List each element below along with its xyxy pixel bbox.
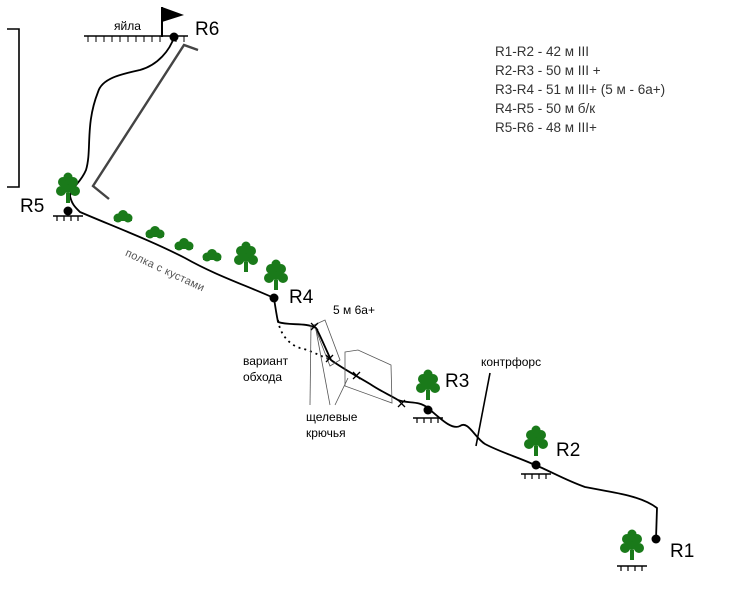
anchor-r1 [651,534,661,544]
anchor-r2 [531,460,541,470]
cracks-label-line2: крючья [306,426,346,440]
piton-marks [310,322,406,408]
anchor-r5 [63,206,73,216]
bush-icon [145,226,165,239]
anchor-r3 [423,405,433,415]
ledge-r2 [520,473,552,480]
corner-line [91,43,199,200]
anchor-r6 [169,32,179,42]
pitch-legend: R1-R2 - 42 м III R2-R3 - 50 м III + R3-R… [495,42,665,137]
bypass-variant [277,319,332,361]
legend-item: R5-R6 - 48 м III+ [495,120,597,135]
pitch-label: 5 м 6а+ [333,303,375,317]
station-label-r4: R4 [289,287,314,308]
tree-icon [264,259,288,290]
bypass-label-line2: обхода [243,370,283,384]
tree-icon [234,241,258,272]
crack-pointers [309,324,349,406]
tree-icon [416,369,440,400]
legend-item: R4-R5 - 50 м б/к [495,101,596,116]
buttress-label: контрфорс [481,355,542,369]
station-label-r2: R2 [556,440,581,461]
plateau-label: яйла [114,19,141,33]
bush-icon [174,238,194,251]
ledge-r5 [52,215,84,222]
buttress-line [475,372,491,447]
ledge-r1 [616,565,648,572]
legend-item: R2-R3 - 50 м III + [495,63,601,78]
tree-icon [56,172,80,203]
bypass-label-line1: вариант [243,354,289,368]
route-line [69,36,658,540]
station-label-r1: R1 [670,541,695,562]
cracks-label-line1: щелевые [306,410,358,424]
ledge-r3 [412,417,444,424]
station-label-r5: R5 [20,196,45,217]
summit-flag [161,7,184,37]
tree-icon [524,425,548,456]
legend-item: R1-R2 - 42 м III [495,44,590,59]
bush-icon [113,210,133,223]
crack-box-2 [344,349,393,404]
height-bracket [7,28,20,188]
bush-icon [202,249,222,262]
anchor-r4 [269,293,279,303]
legend-item: R3-R4 - 51 м III+ (5 м - 6а+) [495,82,666,97]
crack-box-1 [313,319,341,367]
station-label-r3: R3 [445,371,470,392]
station-label-r6: R6 [195,19,220,40]
tree-icon [620,529,644,560]
